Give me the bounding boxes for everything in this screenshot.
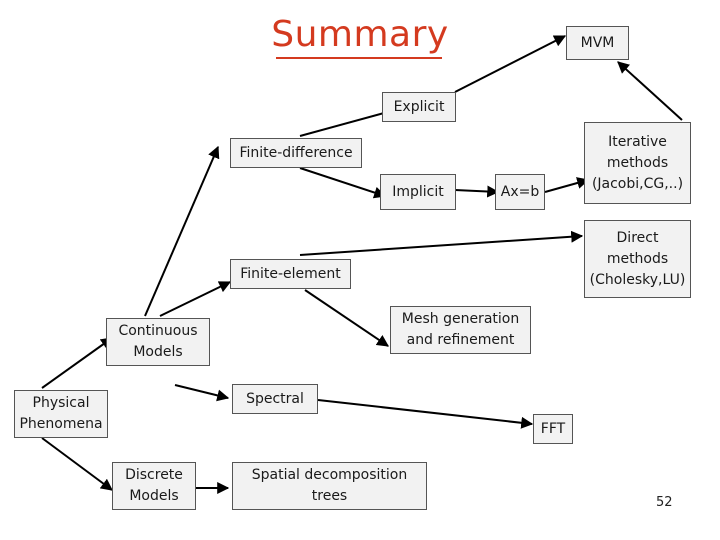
arrow-continuous-to-finite-element	[159, 281, 232, 317]
node-continuous-models: Continuous Models	[106, 318, 210, 366]
node-explicit: Explicit	[382, 92, 456, 122]
node-spectral-label: Spectral	[246, 390, 304, 407]
node-spatial-line-1: Spatial decomposition	[251, 467, 408, 483]
slide-title: Summary	[271, 14, 449, 55]
node-spatial-line-2: trees	[311, 488, 348, 504]
node-discrete-models: Discrete Models	[112, 462, 196, 510]
arrow-finite-element-to-direct	[299, 230, 584, 256]
node-direct-line-3: (Cholesky,LU)	[589, 271, 686, 288]
arrow-finite-difference-to-implicit	[299, 167, 387, 199]
node-continuous-line-2: Models	[133, 344, 183, 360]
node-fft: FFT	[533, 414, 573, 444]
node-iterative-line-3: (Jacobi,CG,..)	[591, 175, 684, 192]
node-explicit-label: Explicit	[393, 98, 445, 115]
arrow-implicit-to-axb	[454, 185, 500, 198]
node-implicit-label: Implicit	[392, 183, 444, 200]
node-axb: Ax=b	[495, 174, 545, 210]
arrow-spectral-to-fft	[317, 399, 534, 429]
node-finite-difference-label: Finite-difference	[239, 144, 353, 161]
node-continuous-line-1: Continuous	[118, 323, 198, 339]
arrow-iterative-to-mvm	[617, 61, 683, 121]
arrow-explicit-to-mvm	[454, 35, 567, 93]
node-discrete-line-2: Models	[129, 488, 179, 504]
node-discrete-line-1: Discrete	[125, 467, 183, 483]
arrow-continuous-to-finite-difference	[144, 145, 220, 317]
arrow-finite-element-to-mesh	[304, 289, 389, 347]
node-spectral: Spectral	[232, 384, 318, 414]
arrow-physical-to-continuous	[41, 337, 113, 389]
node-finite-element-label: Finite-element	[240, 265, 341, 282]
node-iterative-line-2: methods	[606, 154, 669, 171]
node-mesh-line-2: and refinement	[406, 332, 515, 348]
node-implicit: Implicit	[380, 174, 456, 210]
node-direct-methods: Direct methods (Cholesky,LU)	[584, 220, 691, 298]
node-physical-line-2: Phenomena	[19, 416, 103, 432]
page-number: 52	[656, 495, 673, 510]
node-mesh-generation: Mesh generation and refinement	[390, 306, 531, 354]
node-physical-line-1: Physical	[32, 395, 90, 411]
node-axb-label: Ax=b	[500, 183, 540, 200]
node-mesh-line-1: Mesh generation	[401, 311, 520, 327]
arrow-continuous-to-spectral	[174, 384, 230, 402]
node-mvm-label: MVM	[580, 34, 615, 51]
node-mvm: MVM	[566, 26, 629, 60]
node-iterative-methods: Iterative methods (Jacobi,CG,..)	[584, 122, 691, 204]
node-fft-label: FFT	[540, 420, 566, 437]
node-physical-phenomena: Physical Phenomena	[14, 390, 108, 438]
node-finite-element: Finite-element	[230, 259, 351, 289]
title-underline	[276, 57, 442, 59]
node-spatial-decomposition: Spatial decomposition trees	[232, 462, 427, 510]
node-direct-line-2: methods	[606, 250, 669, 267]
node-direct-line-1: Direct	[616, 229, 659, 246]
node-iterative-line-1: Iterative	[608, 133, 667, 150]
node-finite-difference: Finite-difference	[230, 138, 362, 168]
arrow-physical-to-discrete	[41, 437, 113, 491]
arrow-finite-difference-to-explicit	[299, 107, 397, 137]
arrow-axb-to-iterative	[544, 177, 590, 193]
